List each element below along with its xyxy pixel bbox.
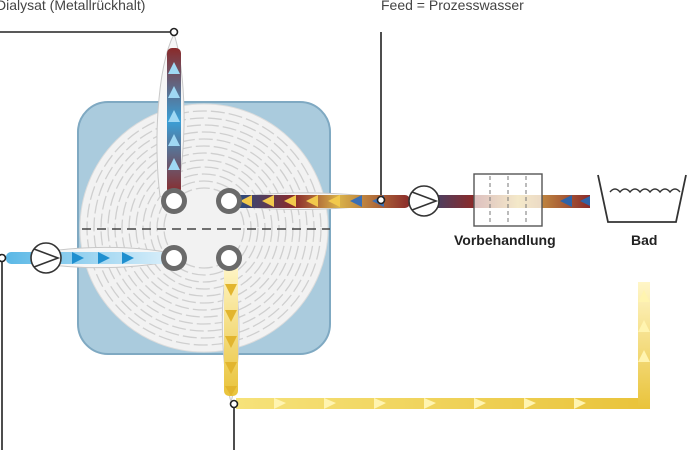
spiral-module-icon	[77, 101, 331, 355]
bath-label: Bad	[631, 232, 658, 248]
dialysate-label: Dialysat (Metallrückhalt)	[0, 0, 146, 13]
bath-icon	[597, 174, 687, 223]
module-ports	[161, 188, 242, 271]
pump-icon	[408, 185, 440, 217]
pretreatment-filter-icon	[473, 173, 543, 227]
retentate-return-pipe	[236, 282, 650, 409]
junction-dots	[0, 27, 386, 409]
pipe-lines	[0, 31, 382, 450]
feed-label: Feed = Prozesswasser	[381, 0, 524, 13]
dialysate-outlet-lobe	[156, 32, 185, 200]
pump-icon	[30, 242, 62, 274]
pretreatment-label: Vorbehandlung	[454, 232, 556, 248]
retentate-outlet-lobe	[221, 258, 240, 404]
